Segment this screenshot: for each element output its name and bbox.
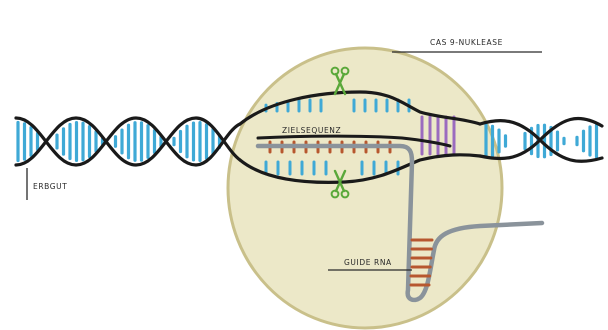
cas9-nuclease-body <box>228 48 502 328</box>
cas9-nuclease-label: CAS 9-NUKLEASE <box>430 38 503 47</box>
target-sequence-label: ZIELSEQUENZ <box>282 126 341 135</box>
genome-label: ERBGUT <box>33 182 67 191</box>
guide-rna-label: GUIDE RNA <box>344 258 392 267</box>
